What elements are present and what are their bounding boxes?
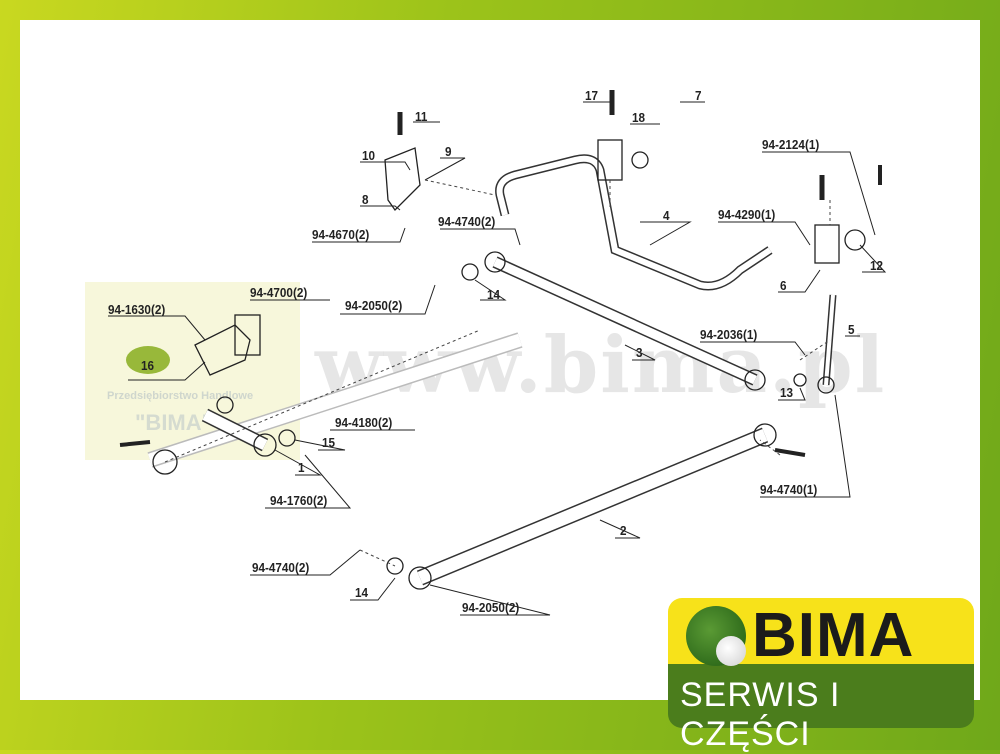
label-9: 9 [445,144,452,159]
label-94-4670: 94-4670(2) [312,227,370,242]
label-3: 3 [636,345,643,360]
label-94-4700: 94-4700(2) [250,285,308,300]
label-94-4740-bottom: 94-4740(2) [252,560,310,575]
label-94-4740-top: 94-4740(2) [438,214,496,229]
label-18: 18 [632,110,646,125]
label-17: 17 [585,88,599,103]
label-5: 5 [848,322,855,337]
label-8: 8 [362,192,369,207]
label-94-1630: 94-1630(2) [108,302,166,317]
label-4: 4 [663,208,670,223]
label-15: 15 [322,435,336,450]
watermark-company: Przedsiębiorstwo Handlowe [107,390,254,402]
label-94-2050-top: 94-2050(2) [345,298,403,313]
logo-white-ball-icon [716,636,746,666]
label-94-1760: 94-1760(2) [270,493,328,508]
label-94-2036: 94-2036(1) [700,327,758,342]
label-14-bottom: 14 [355,585,369,600]
label-11: 11 [415,109,428,124]
label-94-4180: 94-4180(2) [335,415,393,430]
logo-name: BIMA [752,601,915,670]
label-12: 12 [870,258,884,273]
label-7: 7 [695,88,702,103]
highlight-part-16 [126,346,170,374]
label-13: 13 [780,385,794,400]
label-10: 10 [362,148,376,163]
label-2: 2 [620,523,627,538]
label-94-4740-right: 94-4740(1) [760,482,818,497]
label-1: 1 [298,460,305,475]
label-6: 6 [780,278,787,293]
watermark-url: www.bima.pl [315,320,887,411]
label-94-2050-bottom: 94-2050(2) [462,600,520,615]
label-94-2124: 94-2124(1) [762,137,820,152]
logo-bottom-band [668,664,974,728]
watermark-company-name: "BIMA" [135,410,213,435]
label-94-4290: 94-4290(1) [718,207,776,222]
label-14-top: 14 [487,287,501,302]
logo-tagline: SERWIS I CZĘŚCI [680,676,841,753]
label-16: 16 [141,358,155,373]
bima-logo: BIMA SERWIS I CZĘŚCI [668,598,974,753]
